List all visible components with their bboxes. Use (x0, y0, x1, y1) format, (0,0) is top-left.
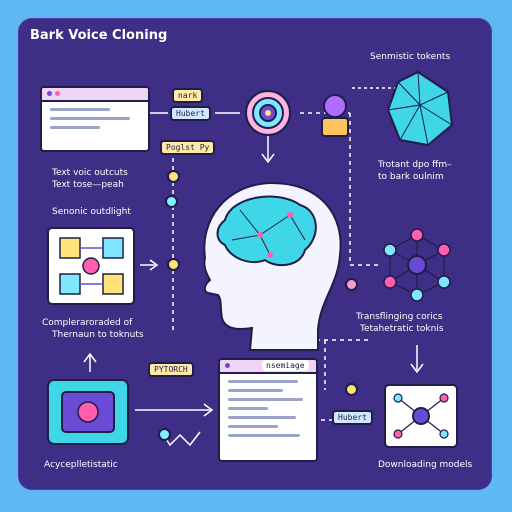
label-semantic-output: Senonic outdlight (52, 207, 131, 217)
label-downloading-models: Downloading models (378, 460, 473, 470)
label-text-voice-outputs: Text voic outcuts (52, 168, 128, 178)
node-dot (167, 258, 180, 271)
code-window (218, 358, 318, 462)
user-lock-icon (321, 94, 349, 137)
node-dot (167, 170, 180, 183)
tag-hubert: Hubert (170, 106, 211, 121)
label-tetrahedral: Tetahetratic toknis (360, 324, 444, 334)
tag-pytorch-main: PYTORCH (148, 362, 194, 377)
tag-nark: nark (172, 88, 204, 103)
crystal-icon (386, 70, 454, 147)
label-to-bark-outputs: to bark oulnim (378, 172, 444, 182)
label-transforming: Transflinging corics (356, 312, 443, 322)
node-dot (345, 278, 358, 291)
network-graph-icon (383, 228, 451, 302)
browser-window-icon (40, 86, 150, 152)
label-complementary: Compleraroraded of (42, 318, 133, 328)
node-dot (165, 195, 178, 208)
grid-board-icon (47, 227, 135, 305)
download-network-icon (384, 384, 458, 448)
chip-icon (47, 379, 129, 445)
spiral-icon (245, 90, 291, 136)
tag-hubert-2: Hubert (332, 410, 373, 425)
tag-pytorch-py: Poglst Py (160, 140, 216, 155)
label-text-to-speech: Text tose—peah (52, 180, 124, 190)
node-dot (158, 428, 171, 441)
label-semantic-tokens: Senmistic tokents (370, 52, 451, 62)
tag-pytorch: nsemiage (262, 360, 309, 371)
label-treatment: Trotant dpo ffm– (378, 160, 452, 170)
page-title: Bark Voice Cloning (30, 28, 168, 43)
node-dot (345, 383, 358, 396)
label-acyclic: Acyceplletistatic (44, 460, 118, 470)
label-thermal-tokens: Thernaun to toknuts (52, 330, 144, 340)
